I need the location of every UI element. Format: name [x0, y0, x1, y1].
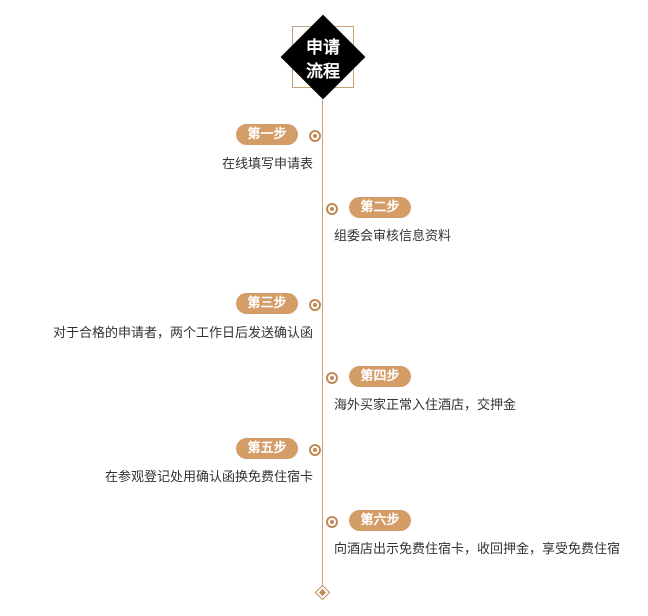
- step-5-node: [309, 444, 321, 456]
- timeline-end-diamond: [314, 584, 331, 601]
- title-line-1: 申请: [306, 38, 340, 58]
- step-1-node: [309, 130, 321, 142]
- title-line-2: 流程: [306, 62, 340, 82]
- step-6-label: 第六步: [349, 510, 411, 531]
- step-6-node: [326, 516, 338, 528]
- step-1-label: 第一步: [236, 124, 298, 145]
- step-4-label: 第四步: [349, 366, 411, 387]
- step-5-text: 在参观登记处用确认函换免费住宿卡: [104, 470, 313, 485]
- step-3-node: [309, 299, 321, 311]
- step-2-label: 第二步: [349, 197, 411, 218]
- timeline-line: [322, 100, 323, 586]
- step-1-text: 在线填写申请表: [221, 157, 313, 172]
- step-6-text: 向酒店出示免费住宿卡，收回押金，享受免费住宿: [334, 542, 621, 557]
- step-5-label: 第五步: [236, 438, 298, 459]
- process-title: 申请 流程: [284, 36, 362, 84]
- step-4-text: 海外买家正常入住酒店，交押金: [334, 398, 517, 413]
- step-3-text: 对于合格的申请者，两个工作日后发送确认函: [52, 326, 313, 341]
- step-2-node: [326, 203, 338, 215]
- step-4-node: [326, 372, 338, 384]
- step-3-label: 第三步: [236, 293, 298, 314]
- step-2-text: 组委会审核信息资料: [334, 229, 452, 244]
